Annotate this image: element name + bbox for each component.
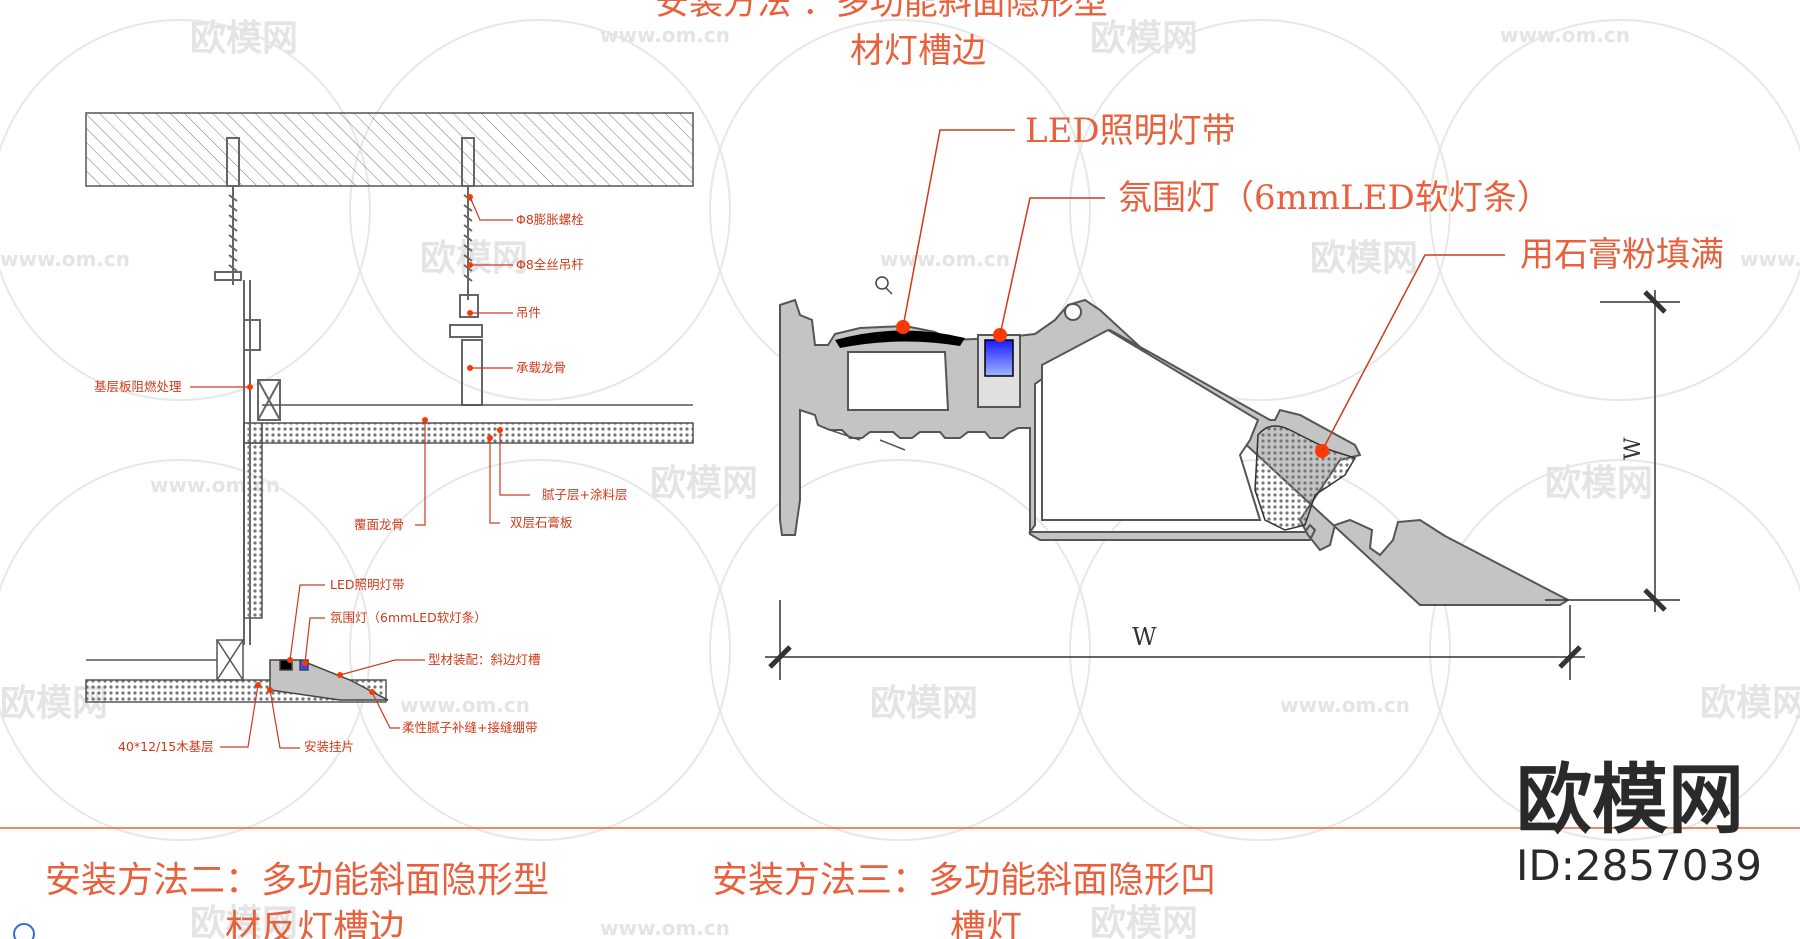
watermark-brand: 欧模网 [420,238,528,279]
left-ceiling-section: Φ8膨胀螺栓 Φ8全丝吊杆 吊件 承载龙骨 基层板阻燃处理 覆面龙骨 腻子层+涂… [85,112,694,754]
bottom-right-title-line1: 安装方法三：多功能斜面隐形凹 [712,860,1216,901]
magnifier-icon [875,276,893,295]
label-gypsum-fill: 用石膏粉填满 [1520,235,1724,275]
label-threaded-rod: Φ8全丝吊杆 [516,257,584,272]
watermark-brand: 欧模网 [1700,683,1800,724]
label-hanger: 吊件 [516,305,541,320]
label-mount-clip: 安装挂片 [304,739,354,754]
gypsum-fill [1254,425,1357,531]
dimension-w-vertical: W [1621,437,1646,460]
label-putty-layer: 腻子层+涂料层 [542,487,627,502]
label-flexible-putty: 柔性腻子补缝+接缝绷带 [402,720,537,735]
label-ambient-light: 氛围灯（6mmLED软灯条） [1118,178,1551,218]
bottom-left-title-line1: 安装方法二：多功能斜面隐形型 [45,860,549,901]
watermark-brand: 欧模网 [1310,238,1418,279]
label-double-gypsum: 双层石膏板 [510,515,573,530]
label-led-strip: LED照明灯带 [1025,111,1236,151]
watermark-url: www.om.cn [0,247,130,271]
brand-name: 欧模网 [1516,755,1744,844]
watermark-url: www.om.cn [880,247,1010,271]
watermark-url: www.om.cn [1500,23,1630,47]
label-base-fireproof: 基层板阻燃处理 [94,379,182,394]
top-title-line2: 材灯槽边 [850,31,986,71]
ambient-led-strip [984,339,1014,377]
right-profile-section: LED照明灯带 氛围灯（6mmLED软灯条） 用石膏粉填满 W W [765,111,1724,680]
watermark-brand: 欧模网 [1545,463,1653,504]
watermark-brand: 欧模网 [870,683,978,724]
watermark-url: www.om.cn [600,23,730,47]
watermark-layer: 欧模网 欧模网 欧模网 欧模网 欧模网 欧模网 欧模网 欧模网 欧模网 欧模网 … [0,18,1800,939]
led-lens [835,330,965,348]
label-expansion-bolt: Φ8膨胀螺栓 [516,212,584,227]
label-profile-fit: 型材装配：斜边灯槽 [428,652,541,667]
brand-block: 欧模网 ID:2857039 [1516,755,1762,890]
brand-id: ID:2857039 [1516,841,1762,890]
label-ambient-light-small: 氛围灯（6mmLED软灯条） [330,610,487,625]
watermark-brand: 欧模网 [1090,18,1198,59]
watermark-url: www.om.cn [400,693,530,717]
watermark-brand: 欧模网 [1090,903,1198,939]
dimension-vertical [1545,290,1680,612]
watermark-brand: 欧模网 [650,463,758,504]
concrete-slab [85,112,694,187]
watermark-url: www.om.cn [1280,693,1410,717]
label-wood-base: 40*12/15木基层 [118,739,214,754]
label-main-keel: 承载龙骨 [516,360,566,375]
dimension-horizontal [765,600,1585,680]
label-cover-keel: 覆面龙骨 [354,517,404,532]
watermark-brand: 欧模网 [190,18,298,59]
corner-circle-icon [13,923,35,939]
bottom-right-title-line2: 槽灯 [950,908,1022,939]
label-led-strip-small: LED照明灯带 [330,577,405,592]
watermark-brand: 欧模网 [190,903,298,939]
top-title-line1: 安装方法 ：多功能斜面隐形型 [655,0,1108,23]
watermark-url: www.om.cn [1740,247,1800,271]
watermark-url: www.om.cn [600,916,730,939]
dimension-w-horizontal: W [1132,623,1157,651]
bottom-left-title-line2: 材反灯槽边 [225,908,405,939]
